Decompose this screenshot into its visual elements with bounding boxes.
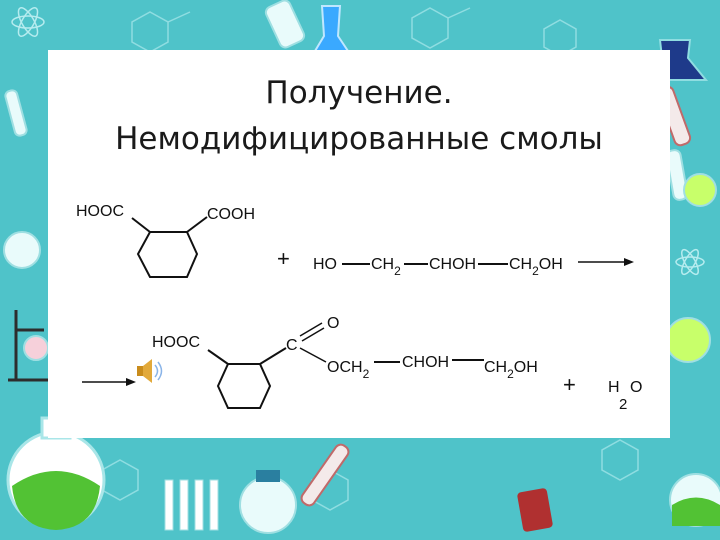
water-subscript: 2 [619, 396, 627, 413]
glycerol-ch2: CH2 [371, 256, 401, 278]
speaker-icon[interactable] [137, 359, 163, 383]
acid-left-group: HOOC [76, 203, 124, 220]
bottom-test-tube [517, 488, 553, 532]
glycerol-ho: HO [313, 256, 337, 273]
water-h: H [608, 379, 620, 396]
water-formula: H 2 O [608, 379, 642, 413]
product-hooc: HOOC [152, 334, 200, 351]
acid-right-group: COOH [207, 206, 255, 223]
atom-icon [11, 7, 705, 276]
product-och2: OCH2 [327, 359, 370, 381]
product-ch2oh: CH2OH [484, 359, 538, 381]
slide-title-line2: Немодифицированные смолы [115, 121, 603, 157]
product-carbon: C [286, 337, 298, 354]
product-oxygen: O [327, 315, 339, 332]
plus-sign-2: + [563, 372, 576, 397]
product-ester: HOOC C O OCH2 CHOH CH2OH [152, 315, 538, 409]
glycerol-choh: CHOH [429, 256, 476, 273]
water-o: O [630, 379, 642, 396]
reactant-acid: HOOC COOH [76, 203, 255, 278]
glycerol-ch2oh: CH2OH [509, 256, 563, 278]
plus-sign-1: + [277, 246, 290, 271]
slide-title-line1: Получение. [265, 75, 453, 111]
product-choh: CHOH [402, 354, 449, 371]
reactant-glycerol: HO CH2 CHOH CH2OH [313, 256, 563, 278]
reaction-arrow-1 [578, 258, 634, 266]
reaction-arrow-2 [82, 378, 136, 386]
